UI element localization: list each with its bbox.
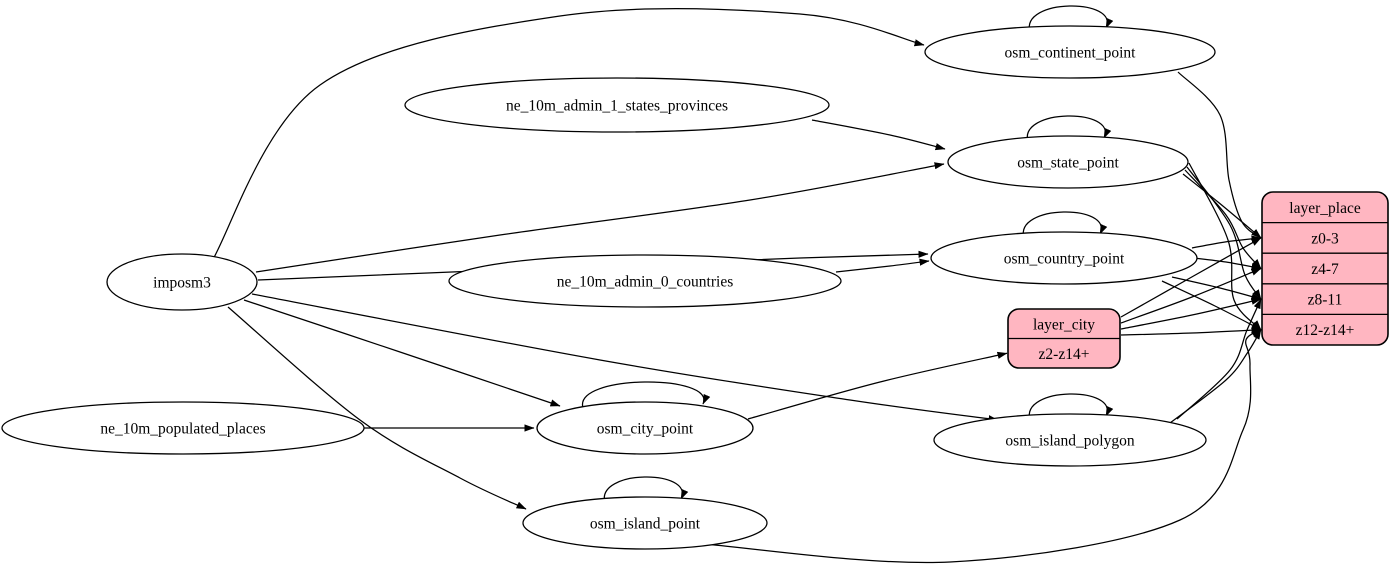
record-layer_place-title: layer_place xyxy=(1289,200,1361,217)
record-layer_place-row-z12-z14+: z12-z14+ xyxy=(1296,322,1355,339)
node-imposm3-label: imposm3 xyxy=(153,275,211,292)
edge-osm_state_point-to-layer_place-z0-3 xyxy=(1182,173,1262,239)
node-ne_10m_admin_1_states_provinces-label: ne_10m_admin_1_states_provinces xyxy=(506,98,728,115)
edge-imposm3-to-osm_city_point xyxy=(243,299,561,407)
record-layer_place-row-z4-7: z4-7 xyxy=(1311,261,1339,278)
node-ne_10m_admin_0_countries-shape xyxy=(448,254,842,308)
node-ne_10m_populated_places-label: ne_10m_populated_places xyxy=(100,421,265,438)
edge-osm_state_point-to-layer_place-z8-11 xyxy=(1186,166,1262,300)
edge-imposm3-to-osm_state_point xyxy=(255,162,945,273)
node-osm_island_polygon-label: osm_island_polygon xyxy=(1005,433,1134,450)
node-osm_continent_point-shape xyxy=(924,25,1216,79)
node-osm_state_point-shape xyxy=(947,135,1189,189)
edge-osm_country_point-to-layer_place-z12-z14+ xyxy=(1161,280,1262,331)
edge-osm_country_point-to-layer_place-z0-3 xyxy=(1191,235,1262,249)
record-layer_city-row-z2-z14+: z2-z14+ xyxy=(1039,346,1090,363)
edge-layer_city-to-layer_place-z0-3 xyxy=(1120,237,1262,318)
self-loop-osm_continent_point xyxy=(1028,5,1114,33)
self-loop-osm_city_point xyxy=(582,381,711,409)
node-osm_island_point-shape xyxy=(522,496,768,550)
edge-layer_city-to-layer_place-z12-z14+ xyxy=(1120,326,1262,336)
edge-osm_island_polygon-to-layer_place-z8-11 xyxy=(1176,298,1262,420)
node-osm_continent_point: osm_continent_point xyxy=(924,25,1216,79)
node-osm_country_point: osm_country_point xyxy=(930,231,1198,285)
node-osm_state_point-label: osm_state_point xyxy=(1017,155,1119,172)
edge-osm_continent_point-to-layer_place-z0-3 xyxy=(1177,71,1262,239)
node-osm_city_point-shape xyxy=(536,401,754,455)
edge-ne_10m_admin_1_states_provinces-to-osm_state_point xyxy=(811,119,946,151)
edge-layer_city-to-layer_place-z8-11 xyxy=(1120,297,1262,330)
node-ne_10m_admin_0_countries-label: ne_10m_admin_0_countries xyxy=(557,274,734,291)
record-layer_place-row-z0-3: z0-3 xyxy=(1311,230,1339,247)
node-layer_place: layer_place z0-3 z4-7 z8-11 z12-z14+ xyxy=(1261,191,1389,346)
node-osm_country_point-shape xyxy=(930,231,1198,285)
edge-osm_country_point-to-layer_place-z4-7 xyxy=(1193,257,1262,271)
record-layer_place-box xyxy=(1261,191,1389,346)
self-loop-osm_island_polygon xyxy=(1028,393,1114,421)
edge-imposm3-to-osm_island_polygon xyxy=(251,293,999,423)
edge-osm_city_point-to-layer_city-z2-z14+ xyxy=(747,351,1008,420)
node-osm_island_point: osm_island_point xyxy=(522,496,768,550)
node-ne_10m_populated_places: ne_10m_populated_places xyxy=(1,401,365,455)
self-loop-osm_country_point xyxy=(1022,211,1108,239)
node-osm_continent_point-label: osm_continent_point xyxy=(1005,45,1137,62)
edge-osm_state_point-to-layer_place-z12-z14+ xyxy=(1188,162,1262,331)
self-loop-osm_state_point xyxy=(1026,115,1112,143)
node-layer_city: layer_city z2-z14+ xyxy=(1007,308,1121,369)
node-ne_10m_populated_places-shape xyxy=(1,401,365,455)
node-osm_city_point: osm_city_point xyxy=(536,401,754,455)
record-layer_city-title: layer_city xyxy=(1033,316,1095,333)
node-osm_island_polygon: osm_island_polygon xyxy=(933,413,1207,467)
node-ne_10m_admin_1_states_provinces-shape xyxy=(404,77,830,133)
edge-imposm3-to-osm_continent_point xyxy=(211,8,925,262)
edge-osm_country_point-to-layer_place-z8-11 xyxy=(1171,276,1262,301)
self-loop-osm_island_point xyxy=(603,476,689,504)
edge-osm_island_point-to-layer_place-z12-z14+ xyxy=(703,329,1262,564)
node-imposm3-shape xyxy=(106,253,258,311)
node-osm_country_point-label: osm_country_point xyxy=(1004,251,1125,268)
edge-imposm3-to-osm_island_point xyxy=(227,306,527,510)
node-osm_city_point-label: osm_city_point xyxy=(597,421,694,438)
edge-layer_city-to-layer_place-z4-7 xyxy=(1120,267,1262,324)
node-ne_10m_admin_1_states_provinces: ne_10m_admin_1_states_provinces xyxy=(404,77,830,133)
record-layer_place-row-z8-11: z8-11 xyxy=(1308,292,1343,309)
node-ne_10m_admin_0_countries: ne_10m_admin_0_countries xyxy=(448,254,842,308)
node-imposm3: imposm3 xyxy=(106,253,258,311)
node-osm_island_polygon-shape xyxy=(933,413,1207,467)
node-osm_island_point-label: osm_island_point xyxy=(590,516,701,533)
edge-layer xyxy=(211,5,1262,564)
edge-ne_10m_admin_0_countries-to-osm_country_point xyxy=(835,258,930,273)
node-osm_state_point: osm_state_point xyxy=(947,135,1189,189)
edge-osm_island_polygon-to-layer_place-z12-z14+ xyxy=(1169,329,1262,424)
